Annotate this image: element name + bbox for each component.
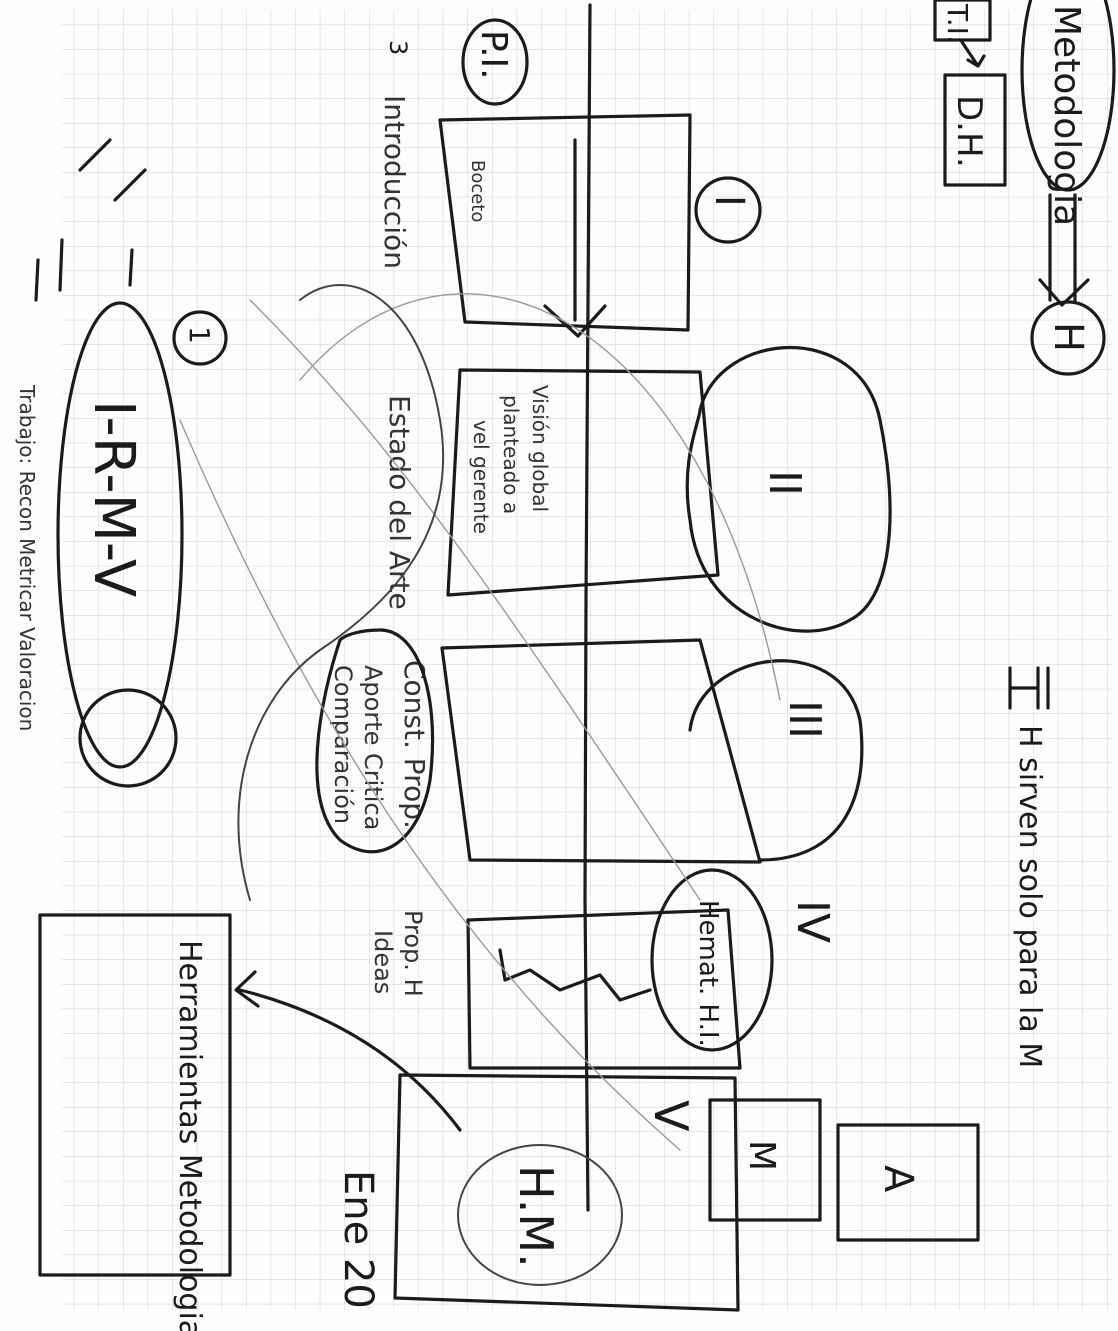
roman-4: IV [787,900,838,943]
hemat-label: Hemat. H.I. [693,900,723,1047]
circle-hm-label: H.M. [509,1165,563,1268]
box-a-label: A [875,1165,921,1193]
note-planteado: planteado a [499,395,523,514]
circle-one-label: 1 [183,326,216,344]
section-ideas: Ideas [369,930,397,994]
metodologia-label: Metodologia [1046,5,1087,226]
section-introduccion: Introducción [378,95,411,269]
roman-1: I [706,195,752,207]
box-ti-label: T.I. [941,3,974,44]
circle-h-label: H [1045,322,1091,352]
note-vel: vel gerente [469,420,493,534]
note-vision: Visión global [528,385,552,512]
section-estado-arte: Estado del Arte [383,395,416,610]
sheet-label-pi: P.I. [473,30,514,80]
roman-5: V [644,1100,698,1132]
roman-2: II [759,470,810,496]
irmv-note: Trabajo: Recon Metricar Valoracion [15,384,39,731]
row-number: 3 [384,40,412,55]
date-label: Ene 20 [335,1170,381,1309]
bottom-box-label: Herramientas Metodologias [172,940,207,1331]
box-m-label: M [741,1140,782,1171]
title-line: H sirven solo para la M [1012,725,1047,1068]
note-boceto: Boceto [467,160,488,222]
roman-3: III [779,700,830,739]
section-prop-h: Prop. H [399,910,427,997]
box-dh-label: D.H. [949,95,989,168]
irmv-label: I-R-M-V [81,400,146,597]
section-comparacion: Comparación [329,665,357,824]
